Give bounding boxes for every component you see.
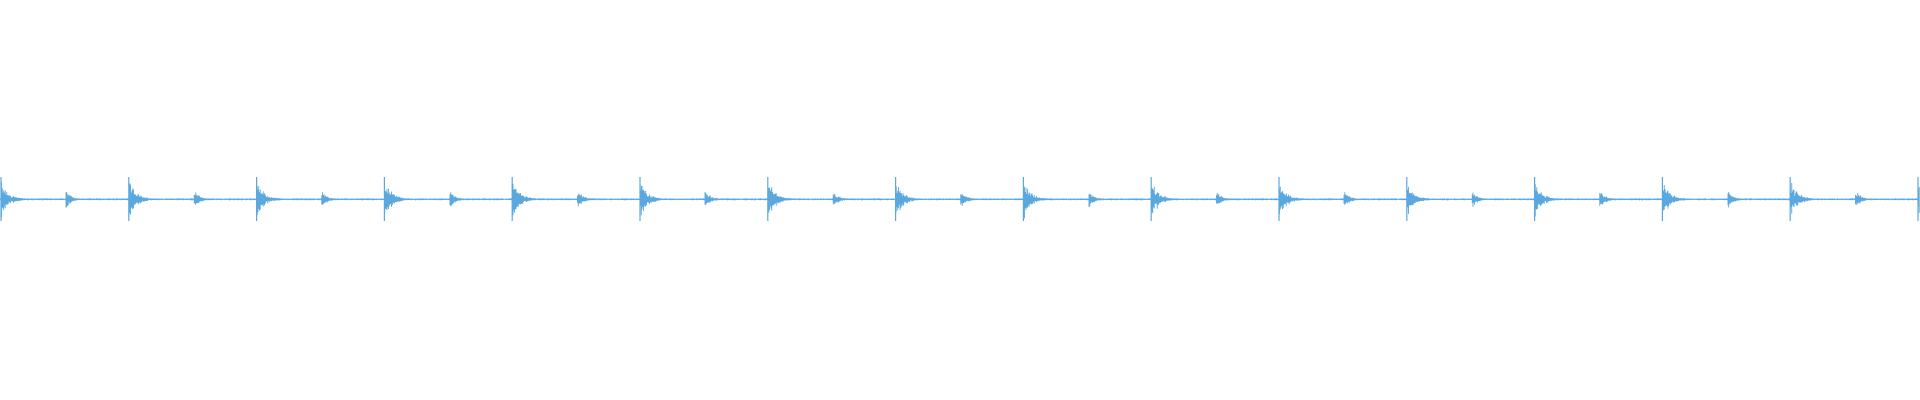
waveform-samples [0, 182, 1920, 219]
waveform-trace [0, 177, 1920, 221]
